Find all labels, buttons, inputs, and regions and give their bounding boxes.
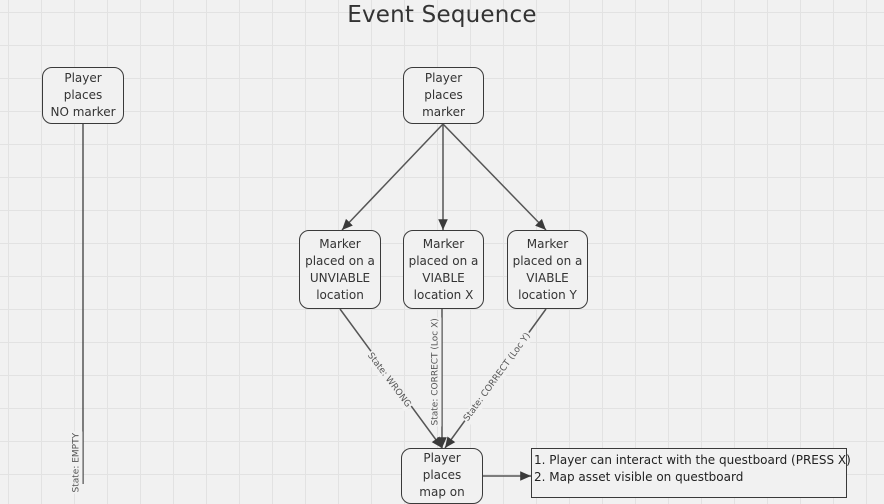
edge-label-empty: State: EMPTY bbox=[71, 431, 83, 494]
notes-box[interactable]: 1. Player can interact with the questboa… bbox=[531, 448, 851, 498]
node-marker-viable-location-y[interactable]: Marker placed on a VIABLE location Y bbox=[507, 230, 588, 309]
edge-label-correct-x: State: CORRECT (Loc X) bbox=[430, 317, 442, 427]
node-player-places-no-marker[interactable]: Player places NO marker bbox=[42, 67, 124, 124]
node-label: Player places map on bbox=[419, 451, 465, 499]
note-item: 2. Map asset visible on questboard bbox=[534, 470, 744, 484]
node-player-places-marker[interactable]: Player places marker bbox=[403, 67, 484, 124]
node-label: Player places marker bbox=[422, 71, 465, 119]
arrow-to-unviable bbox=[341, 123, 444, 231]
node-label: Marker placed on a UNVIABLE location bbox=[305, 236, 375, 302]
connector-layer bbox=[82, 123, 547, 484]
node-label: Player places NO marker bbox=[50, 71, 116, 119]
node-marker-unviable-location[interactable]: Marker placed on a UNVIABLE location bbox=[299, 230, 381, 309]
node-label: Marker placed on a VIABLE location Y bbox=[512, 236, 583, 302]
diagram-title: Event Sequence bbox=[347, 2, 537, 28]
arrow-to-viable-y bbox=[442, 123, 547, 231]
node-label: Marker placed on a VIABLE location X bbox=[408, 236, 479, 302]
note-item: 1. Player can interact with the questboa… bbox=[534, 453, 851, 467]
node-marker-viable-location-x[interactable]: Marker placed on a VIABLE location X bbox=[403, 230, 484, 309]
node-player-places-map[interactable]: Player places map on bbox=[401, 448, 483, 504]
